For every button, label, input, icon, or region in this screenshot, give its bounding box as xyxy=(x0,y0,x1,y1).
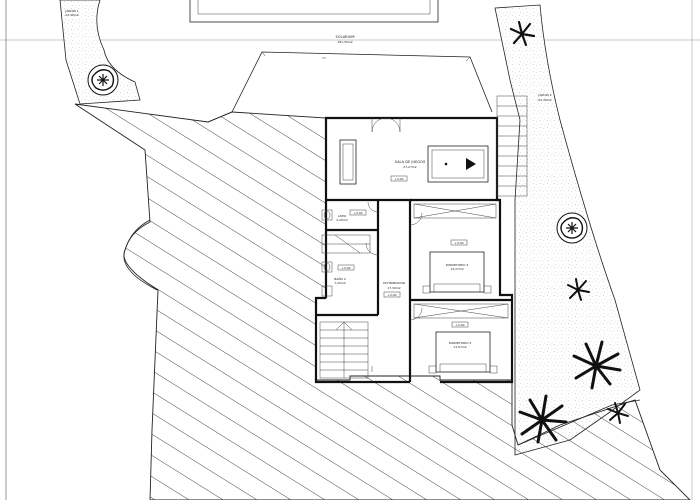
doors xyxy=(365,117,423,372)
aseo-area: 2,20m2 xyxy=(336,218,348,222)
wardrobe-lower xyxy=(413,303,509,319)
garden-left-area: 22,36m2 xyxy=(65,13,79,17)
bed-icon xyxy=(428,331,498,374)
house-walls xyxy=(314,116,514,384)
toilet-icon xyxy=(321,209,333,221)
bedroom-4-area: 13,07m2 xyxy=(453,345,467,349)
sofa-icon xyxy=(339,139,357,185)
level-tag-aseo: +3,40 xyxy=(349,209,367,216)
level-tag-game-room: +3,40 xyxy=(390,175,408,182)
tree-icon xyxy=(87,64,119,96)
svg-text:+3,40: +3,40 xyxy=(455,323,464,327)
level-tag-hall: +3,40 xyxy=(383,291,401,298)
garden-right-label: JARDIN 2 xyxy=(537,93,551,97)
garden-right-area: 61,30m2 xyxy=(538,98,552,102)
palm-icon xyxy=(607,402,629,424)
shower-icon xyxy=(321,234,371,254)
svg-text:+3,40: +3,40 xyxy=(353,211,362,215)
stairs-icon xyxy=(319,321,369,379)
level-tag-bedroom-4: +3,40 xyxy=(451,321,469,328)
palm-icon xyxy=(567,278,590,301)
game-room-area: 27,27m2 xyxy=(403,165,417,169)
aseo-label: ASEO xyxy=(338,214,347,218)
bath-label: BAÑO 2 xyxy=(334,276,346,281)
bath-area: 7,22m2 xyxy=(334,281,346,285)
solarium-label: SOLARIUM xyxy=(336,35,355,39)
hall-area: 17,30m2 xyxy=(387,286,401,290)
bedroom-3-area: 14,37m2 xyxy=(450,267,464,271)
garden-left xyxy=(59,0,141,105)
bed-icon xyxy=(422,251,492,294)
pool-table-icon xyxy=(427,145,489,183)
level-tag-bath: +3,40 xyxy=(337,264,355,271)
bedroom-4-label: DORMITORIO 4 xyxy=(449,341,472,345)
stairs-icon xyxy=(496,95,528,197)
hatched-ground-left xyxy=(74,103,691,500)
palm-icon xyxy=(518,394,568,444)
wardrobe-upper xyxy=(413,203,497,219)
tree-icon xyxy=(556,212,588,244)
palm-icon xyxy=(572,340,622,390)
svg-text:+3,40: +3,40 xyxy=(387,293,396,297)
garden-left-label: JARDIN 1 xyxy=(64,9,78,13)
terrace-outline xyxy=(231,51,493,113)
pool-outline xyxy=(189,0,439,23)
palm-icon xyxy=(509,20,536,47)
level-tag-bedroom-3: +3,40 xyxy=(450,239,468,246)
svg-text:+3,40: +3,40 xyxy=(394,177,403,181)
toilet-icon xyxy=(321,261,333,297)
svg-text:+3,40: +3,40 xyxy=(341,266,350,270)
hall-label: DISTRIBUIDOR xyxy=(383,281,405,285)
svg-text:+3,40: +3,40 xyxy=(454,241,463,245)
solarium-area: 181,35m2 xyxy=(337,40,352,44)
game-room-label: SALA DE JUEGOS xyxy=(395,160,426,164)
bedroom-3-label: DORMITORIO 3 xyxy=(446,263,469,267)
